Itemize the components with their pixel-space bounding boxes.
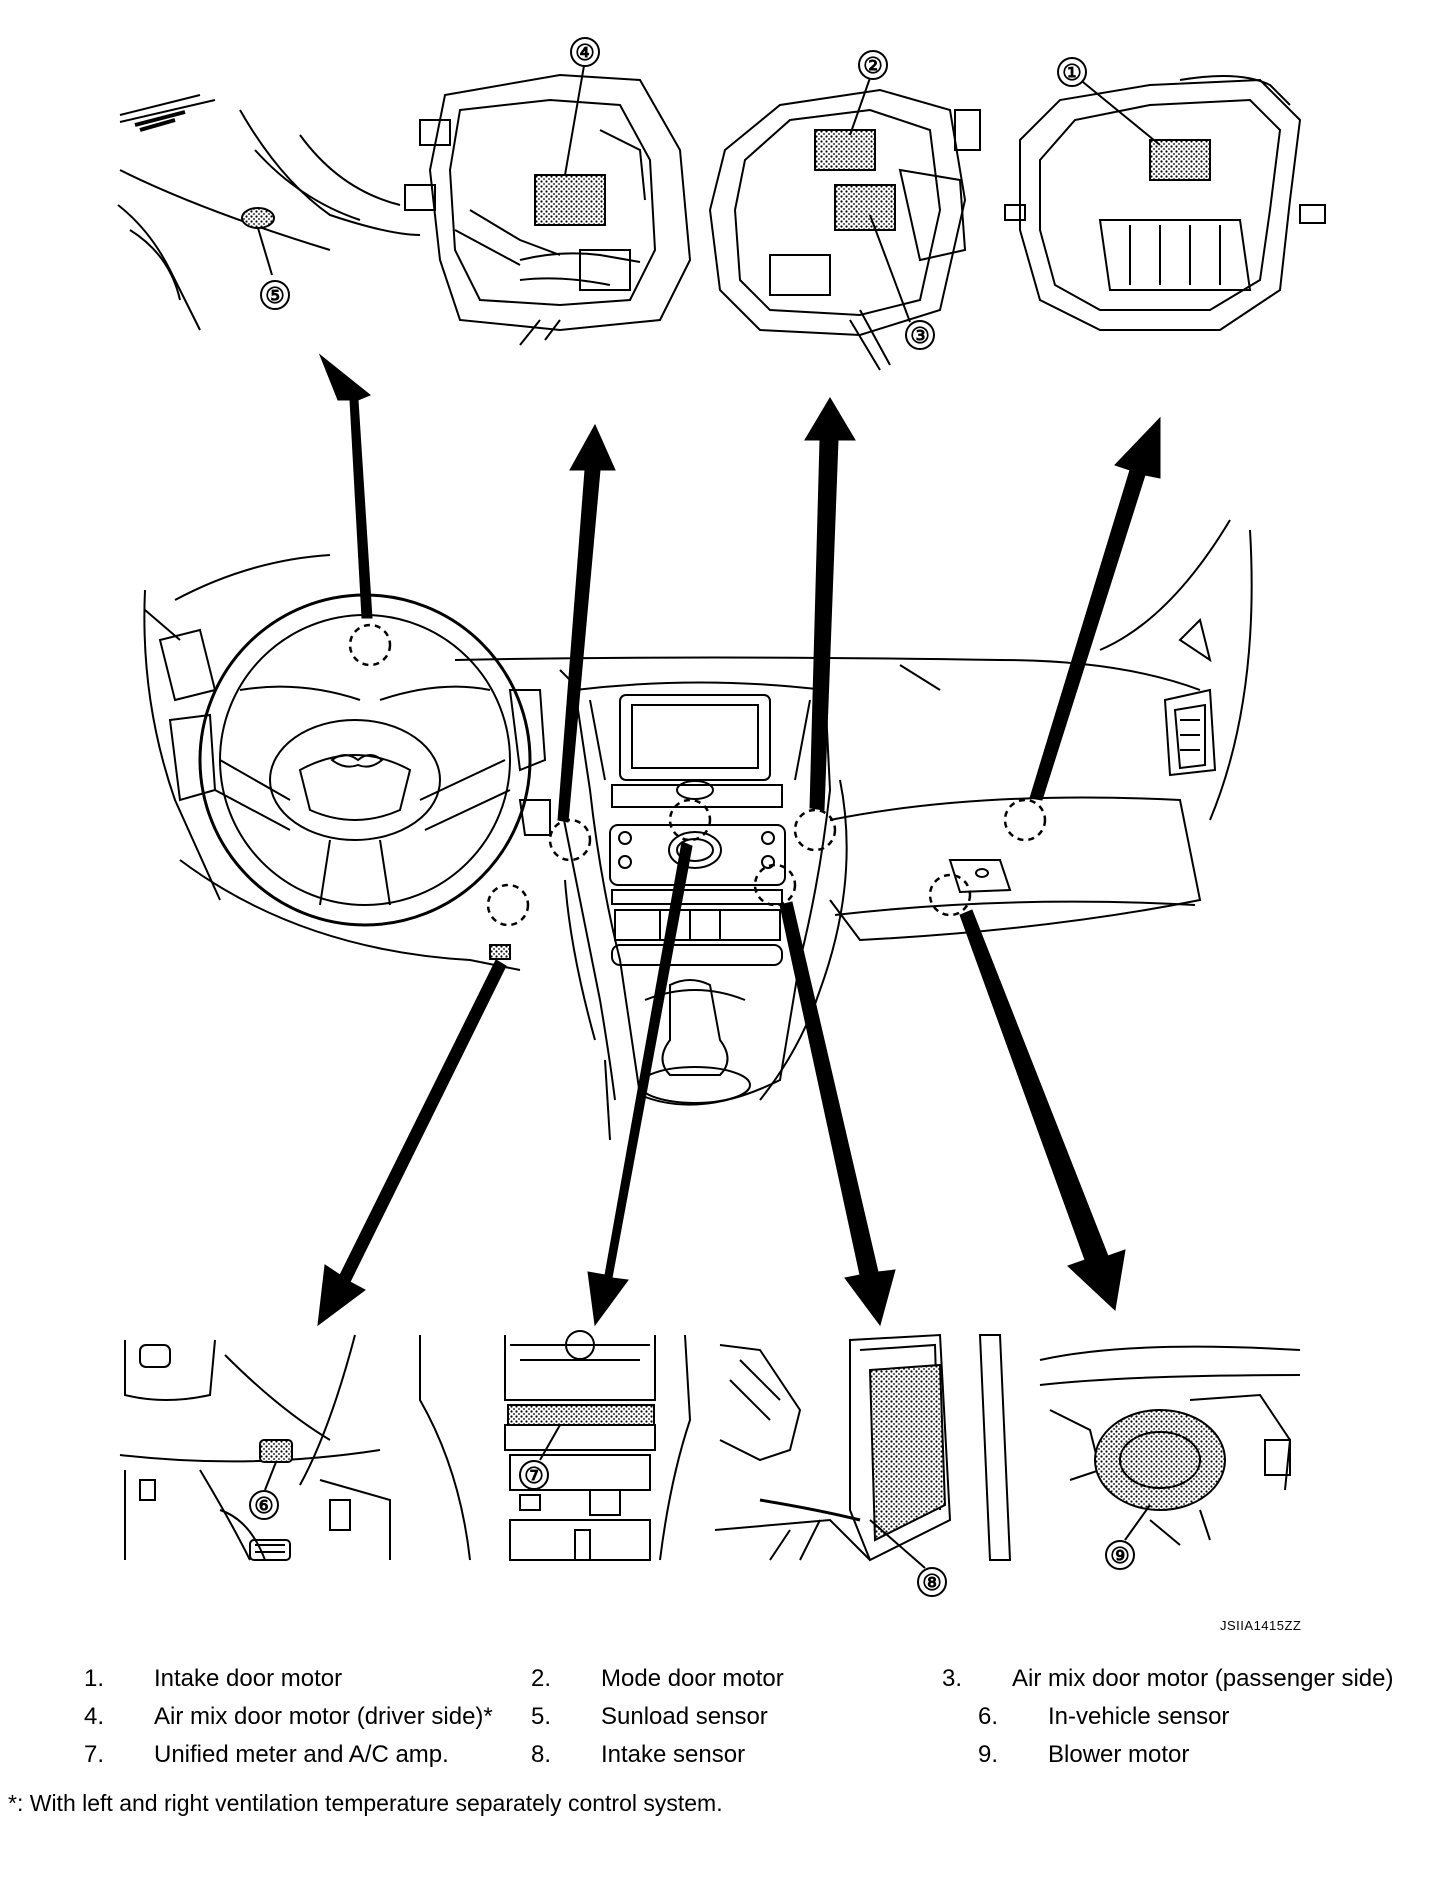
sunload-sensor-detail <box>117 94 421 331</box>
image-reference-code: JSIIA1415ZZ <box>1220 1618 1302 1633</box>
component-legend: 1. Intake door motor 2. Mode door motor 3.… <box>48 1660 1428 1774</box>
leader-arrows <box>317 353 1161 1327</box>
legend-label: Mode door motor <box>601 1665 784 1692</box>
callout-3: ③ <box>905 320 935 350</box>
footnote: *: With left and right ventilation tempe… <box>8 1790 723 1816</box>
legend-row: 1. Intake door motor 2. Mode door motor 3.… <box>48 1660 1428 1698</box>
legend-label: Sunload sensor <box>601 1703 768 1730</box>
unified-meter-ac-amp-detail <box>419 1330 692 1561</box>
legend-label: Unified meter and A/C amp. <box>154 1741 449 1768</box>
svg-text:⑨: ⑨ <box>1110 1543 1130 1568</box>
callout-8: ⑧ <box>917 1567 947 1597</box>
svg-text:①: ① <box>1062 60 1082 85</box>
legend-label: Blower motor <box>1048 1741 1190 1768</box>
callout-6: ⑥ <box>249 1490 279 1520</box>
legend-number: 2. <box>530 1665 551 1692</box>
ac-unit-right-view <box>1004 75 1326 331</box>
callout-4: ④ <box>570 37 600 67</box>
legend-row: 4. Air mix door motor (driver side)* 5. Su… <box>48 1698 1428 1736</box>
legend-number: 8. <box>530 1741 551 1768</box>
legend-number: 1. <box>83 1665 104 1692</box>
location-markers <box>348 623 1047 927</box>
legend-row: 7. Unified meter and A/C amp. 8. Intake se… <box>48 1736 1428 1774</box>
ac-unit-center-view <box>708 77 981 371</box>
legend-label: Intake door motor <box>154 1665 343 1692</box>
legend-label: Air mix door motor (driver side)* <box>154 1703 493 1730</box>
intake-sensor-detail <box>714 1333 1012 1569</box>
svg-text:⑦: ⑦ <box>524 1463 544 1488</box>
legend-label: Air mix door motor (passenger side) <box>1012 1665 1394 1692</box>
legend-item: 3. Air mix door motor (passenger side) <box>942 1665 1393 1693</box>
callout-1: ① <box>1057 57 1087 87</box>
callout-5: ⑤ <box>260 280 290 310</box>
legend-number: 6. <box>977 1703 998 1730</box>
ac-unit-left-view <box>404 59 692 346</box>
legend-number: 7. <box>83 1741 104 1768</box>
svg-text:⑤: ⑤ <box>265 283 285 308</box>
callout-9: ⑨ <box>1105 1540 1135 1570</box>
legend-item: 4. Air mix door motor (driver side)* <box>48 1703 495 1731</box>
legend-item: 7. Unified meter and A/C amp. <box>48 1741 495 1769</box>
svg-text:⑥: ⑥ <box>254 1493 274 1518</box>
legend-item: 6. In-vehicle sensor <box>942 1703 1389 1731</box>
component-location-diagram: ⑤ ④ ② ③ <box>117 37 1326 1597</box>
legend-label: In-vehicle sensor <box>1048 1703 1230 1730</box>
callout-2: ② <box>858 50 888 80</box>
svg-text:⑧: ⑧ <box>922 1570 942 1595</box>
legend-item: 2. Mode door motor <box>495 1665 942 1693</box>
callout-7: ⑦ <box>519 1460 549 1490</box>
legend-item: 8. Intake sensor <box>495 1741 942 1769</box>
in-vehicle-sensor-detail <box>119 1334 391 1561</box>
legend-number: 4. <box>83 1703 104 1730</box>
dashboard-overview <box>143 519 1253 1141</box>
legend-number: 5. <box>530 1703 551 1730</box>
svg-text:②: ② <box>863 53 883 78</box>
svg-text:④: ④ <box>575 40 595 65</box>
legend-number: 9. <box>977 1741 998 1768</box>
legend-item: 5. Sunload sensor <box>495 1703 942 1731</box>
legend-number: 3. <box>942 1665 963 1692</box>
legend-label: Intake sensor <box>601 1741 746 1768</box>
legend-item: 9. Blower motor <box>942 1741 1389 1769</box>
legend-item: 1. Intake door motor <box>48 1665 495 1693</box>
blower-motor-detail <box>1039 1345 1301 1546</box>
svg-text:③: ③ <box>910 323 930 348</box>
